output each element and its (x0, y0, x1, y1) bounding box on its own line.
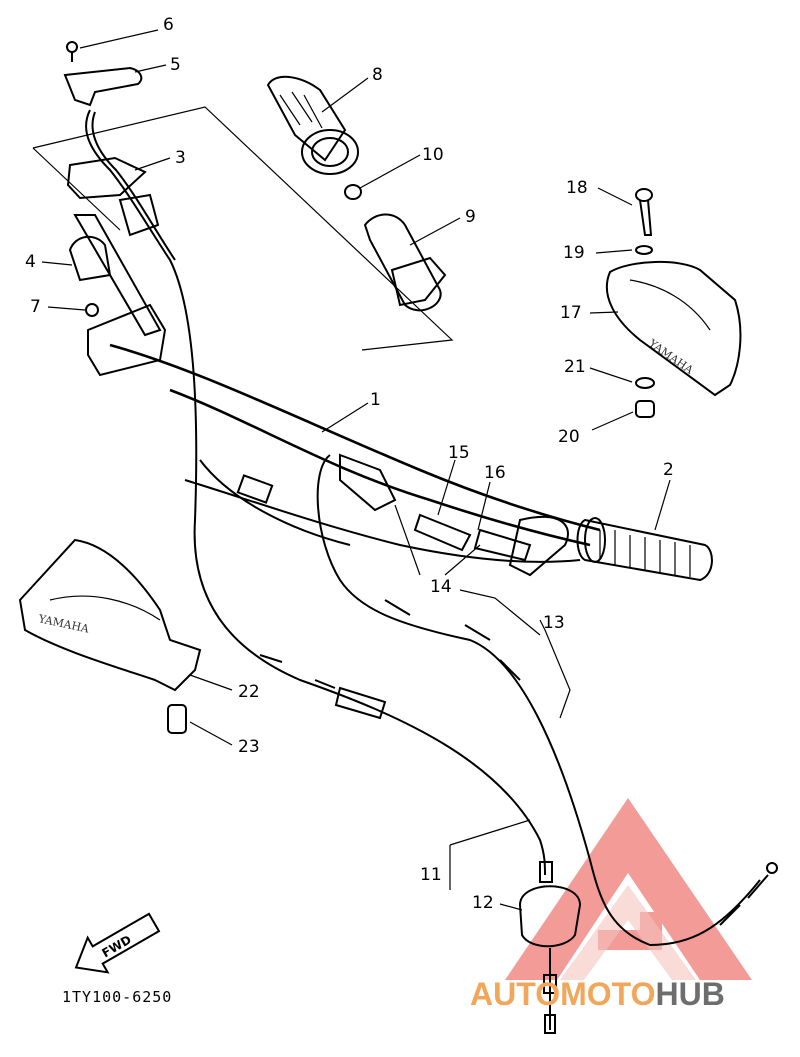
forward-arrow-icon: FWD (74, 912, 161, 974)
callout-23: 23 (238, 737, 260, 757)
cable-junction (518, 861, 582, 1034)
callout-7: 7 (30, 297, 41, 317)
left-perch-assembly (63, 41, 167, 377)
callout-16: 16 (484, 463, 506, 483)
right-grip (576, 517, 713, 582)
svg-text:YAMAHA: YAMAHA (36, 612, 91, 636)
throttle-tube (363, 213, 447, 312)
collar (344, 184, 362, 200)
diagram-code: 1TY100-6250 (62, 988, 172, 1006)
callout-9: 9 (465, 207, 476, 227)
right-handguard: YAMAHA (605, 261, 742, 397)
callout-1: 1 (370, 390, 381, 410)
callout-22: 22 (238, 682, 260, 702)
cable-left (85, 109, 546, 876)
callout-10: 10 (422, 145, 444, 165)
callout-12: 12 (472, 893, 494, 913)
callout-17: 17 (560, 303, 582, 323)
washer-19 (635, 245, 653, 255)
svg-text:YAMAHA: YAMAHA (645, 336, 696, 377)
spacer-20 (635, 400, 655, 418)
watermark-part1: AUTOMOTO (470, 976, 655, 1012)
callout-18: 18 (566, 178, 588, 198)
callout-2: 2 (663, 460, 674, 480)
callout-4: 4 (25, 252, 36, 272)
spacer-23 (167, 704, 187, 734)
cable-right (316, 454, 761, 947)
callout-19: 19 (563, 243, 585, 263)
callout-14: 14 (430, 577, 452, 597)
leader-lines (41, 29, 671, 911)
watermark-text: AUTOMOTOHUB (470, 976, 725, 1012)
callout-15: 15 (448, 443, 470, 463)
handlebar (109, 343, 601, 563)
callout-6: 6 (163, 15, 174, 35)
left-grip (266, 75, 359, 175)
left-handguard: YAMAHA (18, 538, 202, 692)
callout-5: 5 (170, 55, 181, 75)
callout-3: 3 (175, 148, 186, 168)
callout-8: 8 (372, 65, 383, 85)
washer-21 (635, 377, 655, 389)
watermark-logo-icon (505, 798, 752, 980)
assembly-bracket-box (32, 106, 454, 351)
callout-13: 13 (543, 613, 565, 633)
watermark-part2: HUB (655, 976, 724, 1012)
callout-20: 20 (558, 427, 580, 447)
callout-21: 21 (564, 357, 586, 377)
callout-11: 11 (420, 865, 442, 885)
callout-labels: 6 5 3 4 7 8 10 9 18 19 17 21 20 1 2 15 1… (25, 15, 674, 913)
bolt-18 (635, 188, 653, 236)
